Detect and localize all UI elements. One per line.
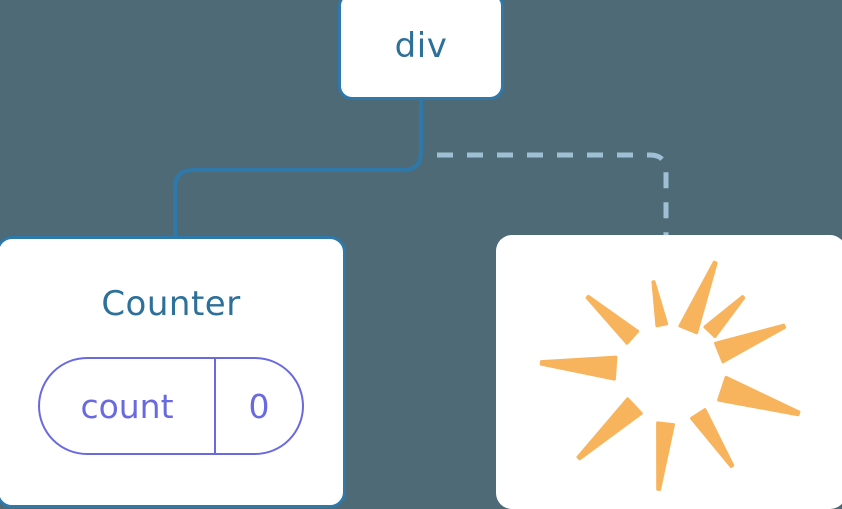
edge-div-to-counter — [173, 100, 423, 236]
sparkle-ray-6 — [656, 421, 675, 491]
node-div[interactable]: div — [338, 0, 504, 100]
state-value-label: 0 — [214, 359, 302, 453]
state-pill-count[interactable]: count 0 — [38, 357, 304, 455]
state-key-label: count — [80, 386, 174, 426]
sparkle-ray-7 — [690, 408, 735, 468]
sparkle-ray-1 — [678, 260, 718, 335]
sparkle-ray-4 — [539, 355, 618, 381]
node-div-label: div — [394, 26, 448, 66]
node-counter-label: Counter — [101, 284, 241, 324]
node-sparkle[interactable] — [496, 235, 842, 509]
sparkle-burst-icon — [539, 260, 801, 491]
sparkle-ray-9 — [714, 323, 787, 364]
edge-div-to-sparkle — [437, 152, 669, 235]
sparkle-ray-8 — [717, 375, 801, 417]
sparkle-ray-2 — [651, 280, 669, 328]
sparkle-ray-10 — [703, 295, 746, 339]
sparkle-ray-3 — [585, 294, 640, 345]
node-counter[interactable]: Counter count 0 — [0, 236, 346, 508]
sparkle-ray-5 — [576, 397, 643, 461]
